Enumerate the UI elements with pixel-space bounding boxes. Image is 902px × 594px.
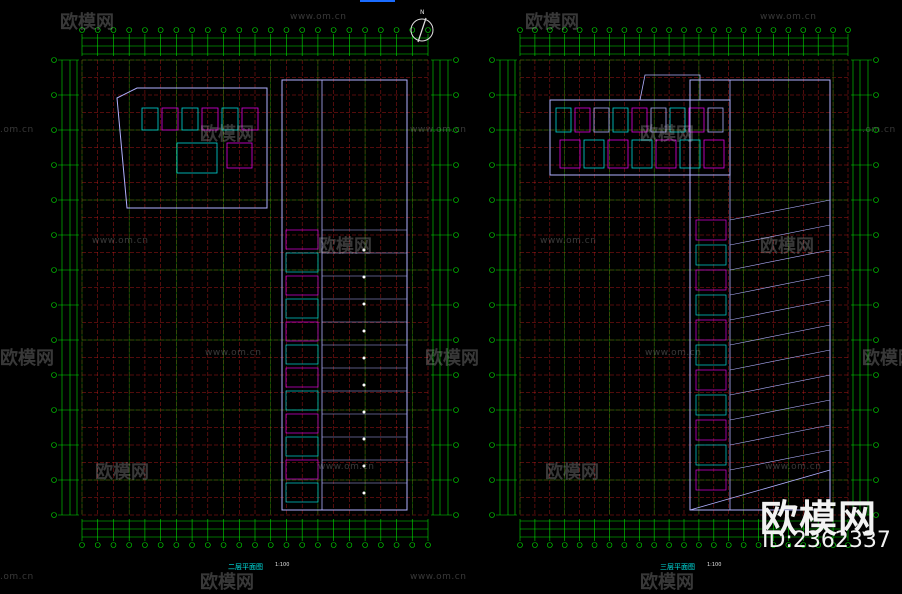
brand-logo: 欧模网: [760, 497, 878, 541]
watermark-logo: 欧模网: [0, 348, 54, 369]
watermark-url: www.om.cn: [540, 236, 597, 246]
watermark-url: .om.cn: [0, 572, 34, 582]
watermark-logo: 欧模网: [525, 12, 579, 33]
watermark-logo: 欧模网: [95, 462, 149, 483]
watermark-logo: 欧模网: [640, 124, 694, 145]
watermark-url: www.om.cn: [765, 462, 822, 472]
watermark-logo: 欧模网: [200, 124, 254, 145]
watermark-url: .om.cn: [0, 125, 34, 135]
watermark-url: www.om.cn: [290, 12, 347, 22]
brand-id: ID:2362337: [762, 528, 891, 553]
plan-scale-left: 1:100: [275, 562, 290, 568]
cad-drawing-canvas: N: [51, 0, 879, 548]
watermark-logo: 欧模网: [425, 348, 479, 369]
watermark-logo: 欧模网: [318, 236, 372, 257]
watermark-logo: 欧模网: [760, 236, 814, 257]
watermark-url: www.om.cn: [92, 236, 149, 246]
watermark-logo: 欧模网: [545, 462, 599, 483]
watermark-url: www.om.cn: [410, 125, 467, 135]
watermark-logo: 欧模网: [60, 12, 114, 33]
plan-title-left: 二层平面图: [228, 563, 263, 571]
watermark-url: www.om.cn: [760, 12, 817, 22]
floor-plan-left: [51, 27, 459, 548]
watermark-url: www.om.cn: [318, 462, 375, 472]
plan-title-right: 三层平面图: [660, 563, 695, 571]
watermark-url: www.om.cn: [205, 348, 262, 358]
svg-text:N: N: [420, 9, 425, 16]
watermark-url: www.om.cn: [645, 348, 702, 358]
north-arrow-icon: N: [410, 9, 434, 43]
watermark-logo: 欧模网: [862, 348, 902, 369]
watermark-url: www.om.cn: [410, 572, 467, 582]
watermark-url: .om.cn: [862, 125, 896, 135]
top-indicator-bar: [360, 0, 395, 2]
plan-scale-right: 1:100: [707, 562, 722, 568]
floor-plan-right: [489, 27, 879, 548]
